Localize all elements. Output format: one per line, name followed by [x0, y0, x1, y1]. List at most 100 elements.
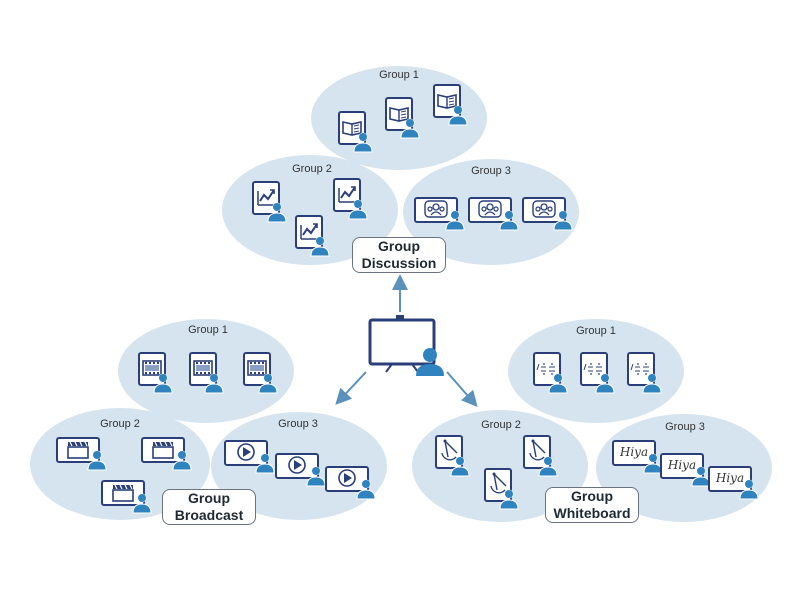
whiteboard-group-1-device-2: [580, 352, 615, 394]
discussion-group-1-device-2: [385, 97, 420, 139]
student-person-icon: [548, 373, 568, 394]
discussion-group-1-device-1: [338, 111, 373, 153]
student-person-icon: [400, 118, 420, 139]
student-person-icon: [553, 210, 573, 231]
whiteboard-group-3-device-3: Hiya: [708, 466, 759, 500]
student-person-icon: [204, 373, 224, 394]
student-person-icon: [255, 453, 275, 474]
student-person-icon: [739, 479, 759, 500]
play-icon: [338, 469, 356, 487]
group-whiteboard-label: Group Whiteboard: [545, 487, 639, 523]
student-person-icon: [499, 210, 519, 231]
student-person-icon: [353, 132, 373, 153]
student-person-icon: [132, 493, 152, 514]
compass-icon: [441, 439, 458, 461]
student-person-icon: [595, 373, 615, 394]
student-person-icon: [310, 236, 330, 257]
group-broadcast-label-line2: Broadcast: [174, 507, 244, 523]
group-whiteboard-label-line2: Whiteboard: [553, 505, 631, 521]
broadcast-group-1-device-1: [138, 352, 173, 394]
discussion-group-2-device-1: [252, 181, 287, 223]
group-discussion-label-line2: Discussion: [361, 255, 437, 271]
broadcast-group-2-device-1: [56, 437, 107, 471]
broadcast-group-2-label: Group 2: [100, 418, 140, 430]
discussion-group-2-label: Group 2: [292, 163, 332, 175]
group-discussion-label: Group Discussion: [352, 237, 446, 273]
whiteboard-group-1-device-1: [533, 352, 568, 394]
group-broadcast-label: Group Broadcast: [162, 489, 256, 525]
people-icon: [424, 200, 448, 218]
student-person-icon: [691, 466, 711, 487]
whiteboard-group-1-device-3: [627, 352, 662, 394]
math-icon: [536, 363, 555, 375]
handwriting-icon: Hiya: [715, 471, 744, 485]
whiteboard-group-2-device-1: [435, 435, 470, 477]
student-person-icon: [450, 456, 470, 477]
student-person-icon: [356, 479, 376, 500]
flow-arrows: [335, 274, 478, 408]
svg-text:Hiya: Hiya: [715, 471, 744, 485]
student-person-icon: [306, 466, 326, 487]
book-icon: [389, 107, 409, 122]
student-person-icon: [153, 373, 173, 394]
discussion-group-1-device-3: [433, 84, 468, 126]
broadcast-group-3-label: Group 3: [278, 418, 318, 430]
broadcast-group-1-device-2: [189, 352, 224, 394]
broadcast-group-1-label: Group 1: [188, 324, 228, 336]
people-icon: [532, 200, 556, 218]
student-person-icon: [258, 373, 278, 394]
student-person-icon: [448, 105, 468, 126]
svg-text:Hiya: Hiya: [667, 458, 696, 472]
discussion-group-3-device-1: [414, 197, 465, 231]
whiteboard-group-3-device-2: Hiya: [660, 453, 711, 487]
whiteboard-group-2-device-2: [523, 435, 558, 477]
film-icon: [247, 360, 267, 376]
discussion-group-3-label: Group 3: [471, 165, 511, 177]
discussion-group-3-device-3: [522, 197, 573, 231]
math-icon: [583, 363, 602, 375]
film-icon: [193, 360, 213, 376]
discussion-section: Group 1 Group 2 Group 3: [222, 66, 579, 265]
film-icon: [142, 360, 162, 376]
chart-icon: [338, 186, 356, 203]
whiteboard-group-2-device-3: [484, 468, 519, 510]
broadcast-group-3-device-3: [325, 466, 376, 500]
group-broadcast-label-line1: Group: [188, 490, 230, 506]
clapper-icon: [152, 441, 174, 459]
clapper-icon: [112, 484, 134, 502]
chart-icon: [257, 189, 275, 206]
teacher-person-icon: [416, 348, 444, 376]
discussion-group-2-device-3: [295, 215, 330, 257]
broadcast-group-2-device-2: [141, 437, 192, 471]
broadcast-group-1-device-3: [243, 352, 278, 394]
discussion-group-3-device-2: [468, 197, 519, 231]
whiteboard-group-1-label: Group 1: [576, 325, 616, 337]
play-icon: [237, 443, 255, 461]
broadcast-group-3-device-2: [275, 453, 326, 487]
compass-icon: [529, 439, 546, 461]
discussion-group-2-device-2: [333, 178, 368, 220]
student-person-icon: [538, 456, 558, 477]
group-whiteboard-label-line1: Group: [571, 488, 613, 504]
student-person-icon: [87, 450, 107, 471]
student-person-icon: [445, 210, 465, 231]
whiteboard-group-2-label: Group 2: [481, 419, 521, 431]
student-person-icon: [642, 373, 662, 394]
handwriting-icon: Hiya: [619, 445, 648, 459]
student-person-icon: [348, 199, 368, 220]
arrow-to-broadcast: [335, 371, 367, 405]
arrow-to-whiteboard: [446, 371, 478, 408]
whiteboard-group-3-label: Group 3: [665, 421, 705, 433]
handwriting-icon: Hiya: [667, 458, 696, 472]
student-person-icon: [499, 489, 519, 510]
people-icon: [478, 200, 502, 218]
broadcast-group-2-device-3: [101, 480, 152, 514]
svg-text:Hiya: Hiya: [619, 445, 648, 459]
clapper-icon: [67, 441, 89, 459]
chart-icon: [300, 223, 318, 240]
discussion-group-1-label: Group 1: [379, 69, 419, 81]
group-discussion-label-line1: Group: [378, 238, 420, 254]
compass-icon: [490, 472, 507, 494]
broadcast-group-3-device-1: [224, 440, 275, 474]
